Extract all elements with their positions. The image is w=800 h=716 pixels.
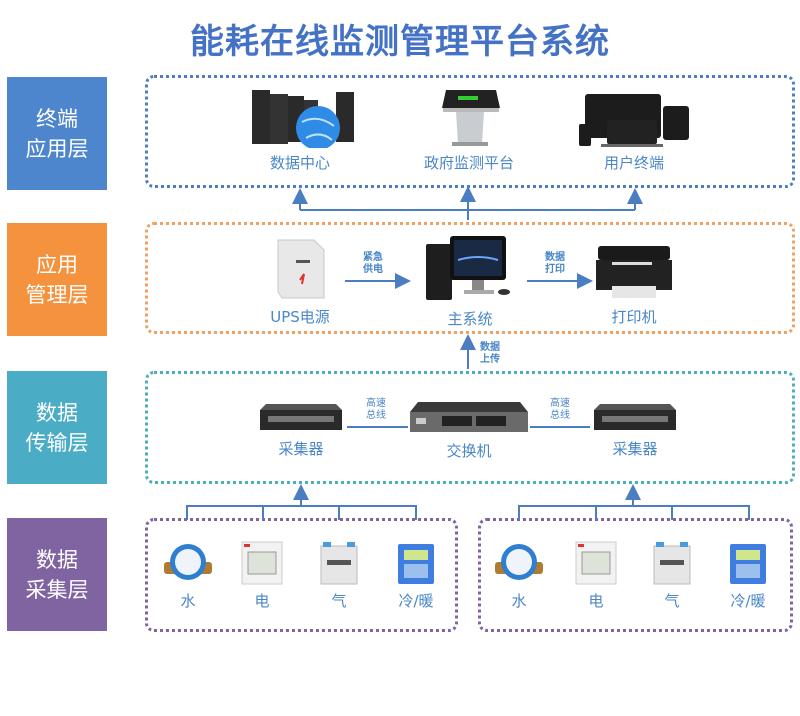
node-user-terminal[interactable]: 用户终端: [575, 86, 693, 173]
link-label-line: 高速: [550, 398, 570, 409]
node-label: 打印机: [611, 308, 657, 326]
layer-label-transmission: 数据传输层: [7, 371, 107, 484]
electric-meter-icon: [575, 541, 617, 585]
link-label-line: 总线: [366, 410, 386, 421]
link-label-line: 数据: [480, 342, 500, 353]
collection-group-left-box: [145, 518, 458, 632]
node-main-system[interactable]: 主系统: [420, 232, 520, 329]
meter-label: 水: [511, 592, 527, 610]
meter-heat-right[interactable]: 冷/暖: [722, 540, 774, 611]
collection-right-bus: [518, 505, 750, 520]
page-title: 能耗在线监测管理平台系统: [190, 22, 610, 62]
collection-group-right-box: [478, 518, 793, 632]
transmission-layer-box: [145, 371, 795, 484]
printer-icon: [596, 246, 672, 298]
gas-meter-icon: [320, 542, 358, 585]
node-ups[interactable]: UPS电源: [258, 236, 342, 327]
meter-label: 冷/暖: [398, 592, 434, 610]
node-printer[interactable]: 打印机: [592, 240, 676, 327]
layer-label-line: 数据: [36, 400, 78, 425]
node-collector-left[interactable]: 采集器: [256, 398, 346, 459]
node-label: 交换机: [446, 442, 492, 460]
meter-gas-left[interactable]: 气: [313, 540, 365, 611]
node-label: 用户终端: [603, 154, 664, 172]
water-meter-icon: [164, 544, 212, 580]
meter-heat-left[interactable]: 冷/暖: [390, 540, 442, 611]
heat-meter-icon: [730, 544, 766, 584]
kiosk-icon: [442, 90, 500, 146]
meter-gas-right[interactable]: 气: [646, 540, 698, 611]
meter-electric-left[interactable]: 电: [236, 540, 288, 611]
link-label-highspeed-bus-left: 高速 总线: [361, 398, 391, 422]
node-collector-right[interactable]: 采集器: [590, 398, 680, 459]
collection-left-bus: [186, 505, 417, 520]
link-label-data-print: 数据 打印: [540, 252, 570, 276]
management-layer-box: [145, 222, 795, 334]
ups-icon: [277, 239, 325, 299]
meter-label: 气: [331, 592, 347, 610]
meter-label: 电: [254, 592, 270, 610]
electric-meter-icon: [241, 541, 283, 585]
layer-label-line: 终端: [36, 106, 78, 131]
layer-label-terminal: 终端应用层: [7, 77, 107, 190]
node-label: 主系统: [447, 310, 493, 328]
layer-label-line: 数据: [36, 547, 78, 572]
collector-icon: [260, 404, 342, 430]
meter-label: 气: [664, 592, 680, 610]
gas-meter-icon: [653, 542, 691, 585]
link-label-line: 数据: [545, 252, 565, 263]
link-label-emergency-power: 紧急 供电: [358, 252, 388, 276]
node-label: 采集器: [612, 440, 658, 458]
meter-label: 电: [588, 592, 604, 610]
node-label: 政府监测平台: [423, 154, 514, 172]
switch-icon: [410, 402, 528, 432]
link-label-line: 紧急: [363, 252, 383, 263]
desktop-computer-icon: [426, 236, 510, 300]
layer-label-line: 传输层: [25, 430, 89, 455]
meter-electric-right[interactable]: 电: [570, 540, 622, 611]
node-label: 采集器: [278, 440, 324, 458]
heat-meter-icon: [398, 544, 434, 584]
layer-label-management: 应用管理层: [7, 223, 107, 336]
link-label-line: 总线: [550, 410, 570, 421]
node-label: UPS电源: [270, 308, 330, 326]
link-label-line: 上传: [480, 354, 500, 365]
water-meter-icon: [495, 544, 543, 580]
node-gov-platform[interactable]: 政府监测平台: [410, 86, 528, 173]
collector-icon: [594, 404, 676, 430]
layer-label-collection: 数据采集层: [7, 518, 107, 631]
meter-water-left[interactable]: 水: [162, 540, 214, 611]
link-label-line: 打印: [545, 264, 565, 275]
link-label-line: 供电: [363, 264, 383, 275]
devices-icon: [579, 94, 689, 147]
node-label: 数据中心: [269, 154, 330, 172]
layer-label-line: 应用: [36, 252, 78, 277]
layer-label-line: 应用层: [25, 136, 89, 161]
link-label-data-upload: 数据 上传: [475, 342, 505, 366]
layer-label-line: 采集层: [25, 577, 89, 602]
meter-label: 冷/暖: [730, 592, 766, 610]
link-label-line: 高速: [366, 398, 386, 409]
link-label-highspeed-bus-right: 高速 总线: [545, 398, 575, 422]
node-data-center[interactable]: 数据中心: [240, 86, 360, 173]
meter-water-right[interactable]: 水: [493, 540, 545, 611]
layer-label-line: 管理层: [25, 282, 89, 307]
node-switch[interactable]: 交换机: [406, 398, 532, 461]
data-center-icon: [252, 90, 354, 150]
meter-label: 水: [180, 592, 196, 610]
